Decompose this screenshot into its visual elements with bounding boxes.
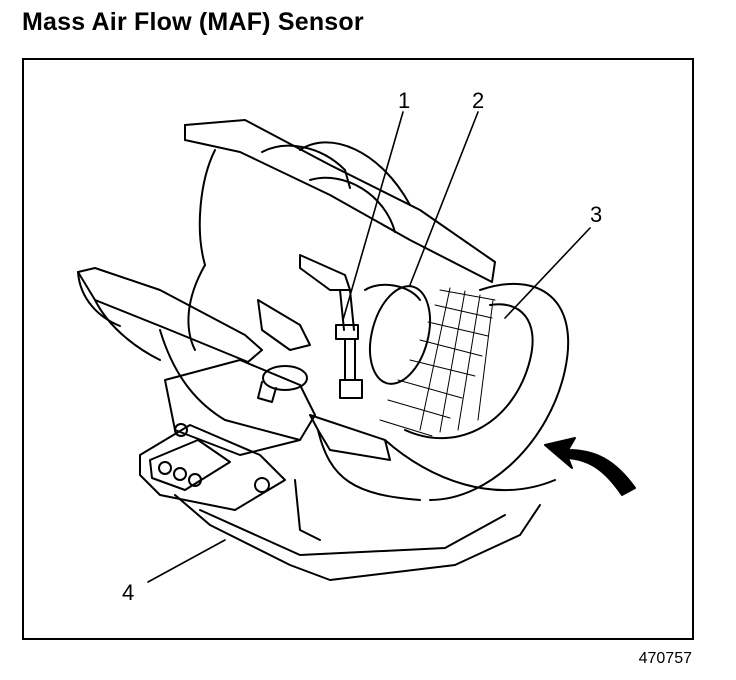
callout-4: 4 [122, 580, 134, 605]
airflow-arrow [544, 437, 636, 496]
outer-ring [429, 282, 570, 501]
leader-line-3 [504, 227, 591, 319]
leader-line-2 [409, 111, 479, 286]
leader-line-1 [342, 111, 404, 321]
electrical-connector [139, 424, 286, 511]
main-tube [159, 329, 301, 441]
electronics-block [164, 359, 316, 456]
callout-2: 2 [472, 88, 484, 113]
upper-tube [198, 149, 216, 266]
leader-line-4 [147, 539, 226, 583]
flow-cone [369, 285, 431, 385]
port-cylinder [262, 365, 308, 391]
sensing-wire-holder [339, 289, 355, 331]
inner-cut-wall [309, 414, 391, 461]
callout-1: 1 [398, 88, 410, 113]
diagram-frame [22, 58, 694, 640]
left-housing-rail [77, 267, 263, 363]
callout-3: 3 [590, 202, 602, 227]
figure-id: 470757 [638, 650, 692, 667]
diagram-title: Mass Air Flow (MAF) Sensor [22, 8, 364, 36]
screen-mesh [379, 287, 496, 437]
lower-housing-base [174, 494, 541, 581]
